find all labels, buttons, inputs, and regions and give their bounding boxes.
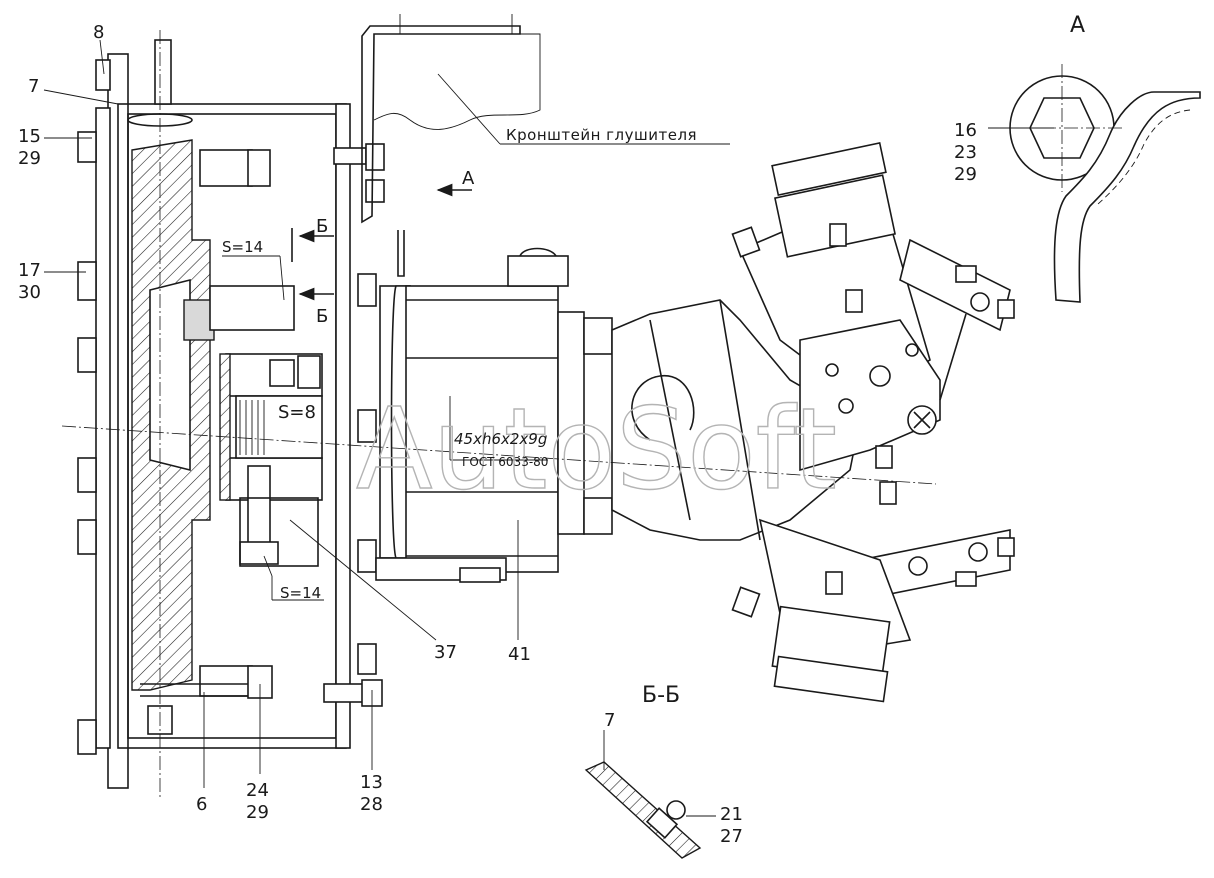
view-labels: А А Б Б Б-Б — [316, 13, 1085, 708]
main-housing — [95, 39, 351, 789]
pump-body — [375, 230, 613, 583]
label-24: 24 — [246, 780, 269, 801]
section-bb-title: Б-Б — [642, 683, 680, 708]
label-7-top: 7 — [28, 76, 39, 97]
housing-right-bolts — [323, 143, 385, 707]
label-6: 6 — [196, 794, 207, 815]
view-a-arrow-label: А — [462, 168, 475, 189]
label-29-right: 29 — [954, 164, 977, 185]
label-17: 17 — [18, 260, 41, 281]
label-23: 23 — [954, 142, 977, 163]
label-41: 41 — [508, 644, 531, 665]
label-30: 30 — [18, 282, 41, 303]
note-s8: S=8 — [278, 402, 316, 423]
note-spline: 45xh6x2x9g — [454, 430, 547, 448]
view-a-title: А — [1070, 13, 1085, 38]
label-27: 27 — [720, 826, 743, 847]
label-29-left: 29 — [18, 148, 41, 169]
view-a-detail — [998, 64, 1201, 303]
left-bolts — [77, 59, 111, 755]
spline-teeth — [239, 400, 265, 455]
label-29-bottom: 29 — [246, 802, 269, 823]
note-s14-bottom: S=14 — [280, 584, 321, 602]
section-b-top: Б — [316, 216, 328, 237]
drawing-notes: Кронштейн глушителя S=14 S=8 S=14 45xh6x… — [222, 126, 697, 602]
note-s14-top: S=14 — [222, 238, 263, 256]
note-muffler-bracket: Кронштейн глушителя — [506, 126, 697, 144]
label-21: 21 — [720, 804, 743, 825]
section-marks — [291, 183, 472, 301]
label-28: 28 — [360, 794, 383, 815]
part-labels: 8 7 15 29 17 30 6 24 29 13 28 37 41 16 2… — [18, 22, 977, 847]
label-15: 15 — [18, 126, 41, 147]
centre-line — [61, 425, 937, 485]
label-7-bb: 7 — [604, 710, 615, 731]
leader-lines — [43, 39, 1054, 817]
label-13: 13 — [360, 772, 383, 793]
label-16: 16 — [954, 120, 977, 141]
note-gost: ГОСТ 6033-80 — [462, 455, 548, 469]
label-8: 8 — [93, 22, 104, 43]
muffler-bracket — [361, 14, 541, 224]
label-37: 37 — [434, 642, 457, 663]
motor-assembly — [611, 141, 1015, 703]
watermark-text: AutoSoft — [356, 385, 837, 515]
section-b-bottom: Б — [316, 306, 328, 327]
section-bb-detail — [584, 761, 702, 859]
